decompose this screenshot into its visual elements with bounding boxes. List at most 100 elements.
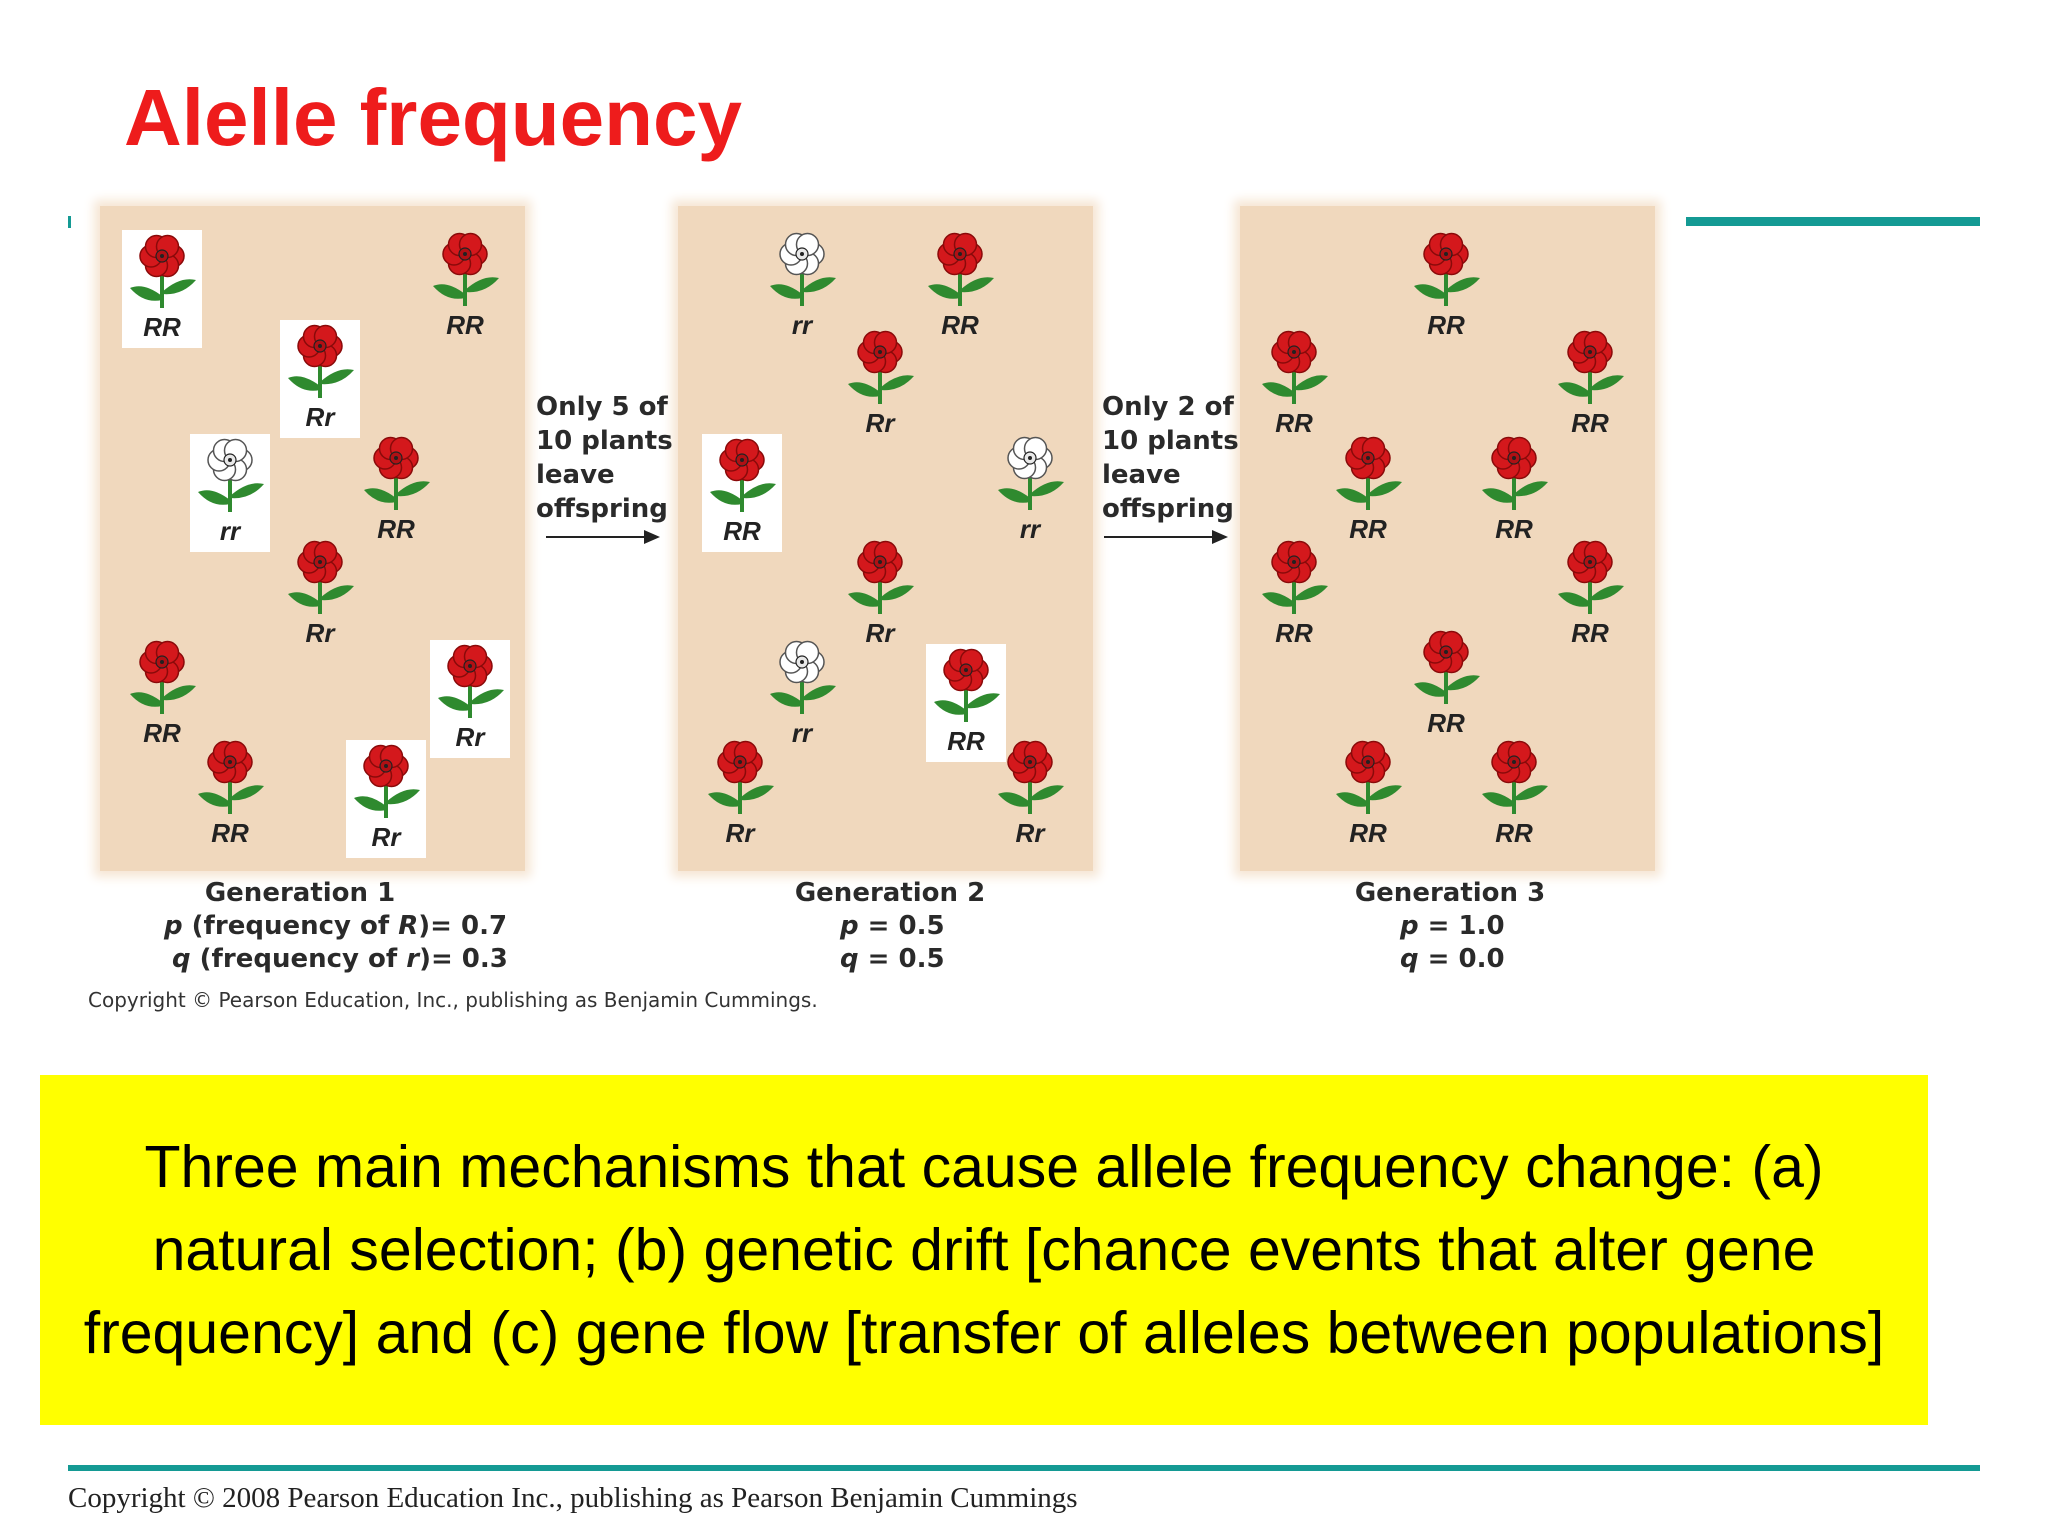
slide-title: Alelle frequency (124, 73, 743, 162)
genotype-label: RR (446, 310, 484, 340)
red-flower-icon (1550, 330, 1630, 406)
genotype-label: RR (941, 310, 979, 340)
q-value: = 0.5 (858, 944, 945, 974)
genotype-label: RR (1571, 618, 1609, 648)
plant: RR (356, 436, 436, 544)
red-flower-icon (1406, 232, 1486, 308)
plant: Rr (700, 740, 780, 848)
p-text: (frequency of (182, 911, 399, 941)
generation-3-label: Generation 3 (1354, 878, 1546, 908)
figure-copyright: Copyright © Pearson Education, Inc., pub… (88, 988, 818, 1012)
genotype-label: RR (143, 718, 181, 748)
red-flower-icon (1254, 330, 1334, 406)
genotype-label: RR (1275, 408, 1313, 438)
white-flower-icon (762, 232, 842, 308)
plant: RR (1550, 330, 1630, 438)
plant: rr (990, 436, 1070, 544)
genotype-label: RR (1495, 514, 1533, 544)
top-accent-rule (1686, 217, 1980, 226)
red-flower-icon (430, 644, 510, 720)
genotype-label: RR (377, 514, 415, 544)
q-allele: r (406, 944, 420, 974)
genotype-label: Rr (1015, 818, 1045, 848)
plant: RR (1550, 540, 1630, 648)
arrow-1-label: Only 5 of 10 plants leave offspring (536, 390, 673, 526)
genotype-label: Rr (305, 402, 335, 432)
genotype-label: RR (211, 818, 249, 848)
red-flower-icon (840, 330, 920, 406)
plant: RR (1406, 232, 1486, 340)
arrow-1-line-3: leave (536, 460, 615, 490)
red-flower-icon (1328, 740, 1408, 816)
red-flower-icon (280, 324, 360, 400)
red-flower-icon (1474, 436, 1554, 512)
plant: Rr (280, 540, 360, 648)
callout-text: Three main mechanisms that cause allele … (83, 1133, 1885, 1366)
plant: RR (122, 640, 202, 748)
generation-1-label: Generation 1 (204, 878, 396, 908)
p-allele: R (398, 911, 419, 941)
q-value: = 0.0 (1418, 944, 1505, 974)
p-var: p (1400, 911, 1419, 941)
q-var: q (1400, 944, 1419, 974)
plant: RR (1406, 630, 1486, 738)
genotype-label: Rr (725, 818, 755, 848)
red-flower-icon (122, 234, 202, 310)
plant: Rr (840, 330, 920, 438)
generation-2-label: Generation 2 (794, 878, 986, 908)
genotype-label: Rr (305, 618, 335, 648)
arrow-2-line-1: Only 2 of (1102, 392, 1234, 422)
arrow-1-line-1: Only 5 of (536, 392, 668, 422)
red-flower-icon (990, 740, 1070, 816)
red-flower-icon (425, 232, 505, 308)
genotype-label: RR (1275, 618, 1313, 648)
genotype-label: rr (219, 516, 241, 546)
plant: RR (1328, 740, 1408, 848)
red-flower-icon (700, 740, 780, 816)
arrow-1-shaft (546, 536, 646, 538)
red-flower-icon (280, 540, 360, 616)
accent-tick (68, 216, 71, 228)
footer-copyright: Copyright © 2008 Pearson Education Inc.,… (68, 1482, 1078, 1514)
genotype-label: RR (723, 516, 761, 546)
plant: Rr (430, 640, 510, 758)
plant: RR (1254, 330, 1334, 438)
plant: RR (190, 740, 270, 848)
genotype-label: Rr (865, 618, 895, 648)
callout-box: Three main mechanisms that cause allele … (40, 1075, 1928, 1425)
arrow-1-line-2: 10 plants (536, 426, 673, 456)
plant: RR (702, 434, 782, 552)
plant: rr (762, 640, 842, 748)
q-value: )= 0.3 (419, 944, 508, 974)
genotype-label: Rr (371, 822, 401, 852)
p-var: p (164, 911, 183, 941)
generation-3-q: q = 0.0 (1400, 943, 1505, 976)
generation-3-panel (1240, 206, 1655, 871)
genotype-label: rr (791, 718, 813, 748)
p-value: )= 0.7 (418, 911, 508, 941)
generation-2-p: p = 0.5 (840, 910, 945, 943)
red-flower-icon (356, 436, 436, 512)
plant: RR (1328, 436, 1408, 544)
generation-3-p: p = 1.0 (1400, 910, 1505, 943)
genotype-label: RR (1349, 818, 1387, 848)
red-flower-icon (1550, 540, 1630, 616)
generation-1-p: p (frequency of R)= 0.7 (164, 910, 507, 943)
red-flower-icon (122, 640, 202, 716)
arrow-1-line-4: offspring (536, 494, 668, 524)
q-var: q (840, 944, 859, 974)
red-flower-icon (1474, 740, 1554, 816)
arrow-1-head (644, 530, 660, 544)
plant: RR (920, 232, 1000, 340)
generation-2-q: q = 0.5 (840, 943, 945, 976)
genotype-label: RR (1349, 514, 1387, 544)
genotype-label: Rr (455, 722, 485, 752)
plant: RR (1474, 436, 1554, 544)
genotype-label: RR (1427, 708, 1465, 738)
plant: Rr (990, 740, 1070, 848)
genotype-label: rr (1019, 514, 1041, 544)
genotype-label: RR (143, 312, 181, 342)
q-var: q (172, 944, 191, 974)
red-flower-icon (840, 540, 920, 616)
bottom-accent-rule (68, 1465, 1980, 1471)
